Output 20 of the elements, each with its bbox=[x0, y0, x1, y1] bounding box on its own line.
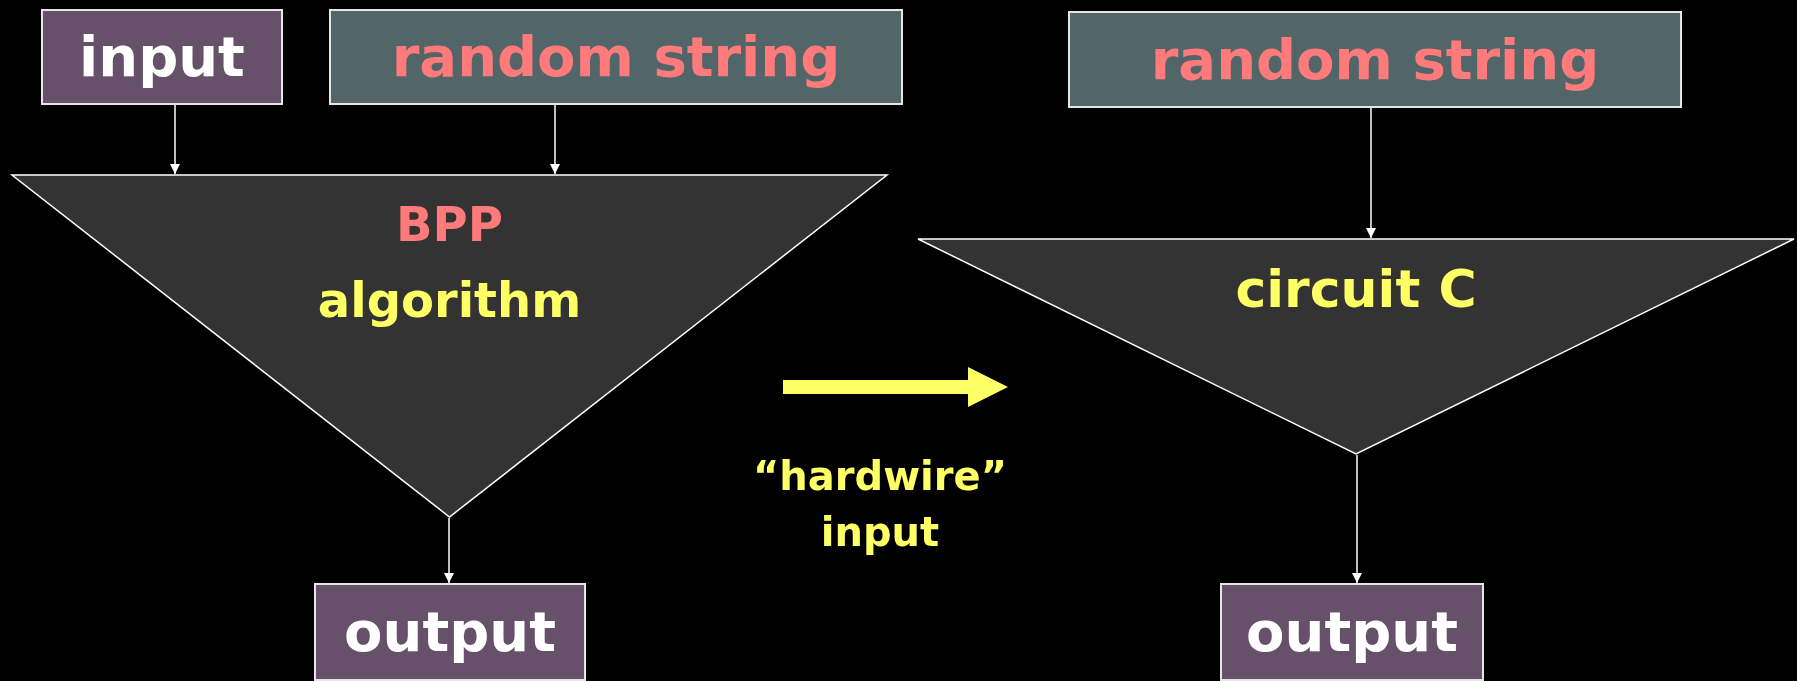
arrow bbox=[550, 104, 560, 175]
triangle-label: BPP bbox=[395, 196, 504, 254]
arrow bbox=[444, 517, 454, 584]
labeled-box bbox=[1220, 583, 1484, 681]
arrow bbox=[1352, 454, 1362, 584]
box-label: output bbox=[344, 601, 556, 663]
box-label: random string bbox=[1150, 28, 1600, 91]
box-label: output bbox=[1246, 601, 1458, 663]
inverted-triangle bbox=[917, 238, 1795, 455]
arrow bbox=[170, 104, 180, 175]
box-label: random string bbox=[391, 26, 841, 88]
arrow bbox=[1366, 107, 1376, 239]
box-label: input bbox=[79, 26, 245, 88]
triangle-label: algorithm bbox=[316, 272, 583, 330]
triangle-label: circuit C bbox=[1234, 258, 1478, 321]
labeled-box bbox=[314, 583, 586, 681]
arrow-caption: “hardwire” input bbox=[752, 452, 1008, 557]
labeled-box bbox=[1068, 11, 1682, 108]
labeled-box bbox=[41, 9, 283, 105]
labeled-box bbox=[329, 9, 903, 105]
